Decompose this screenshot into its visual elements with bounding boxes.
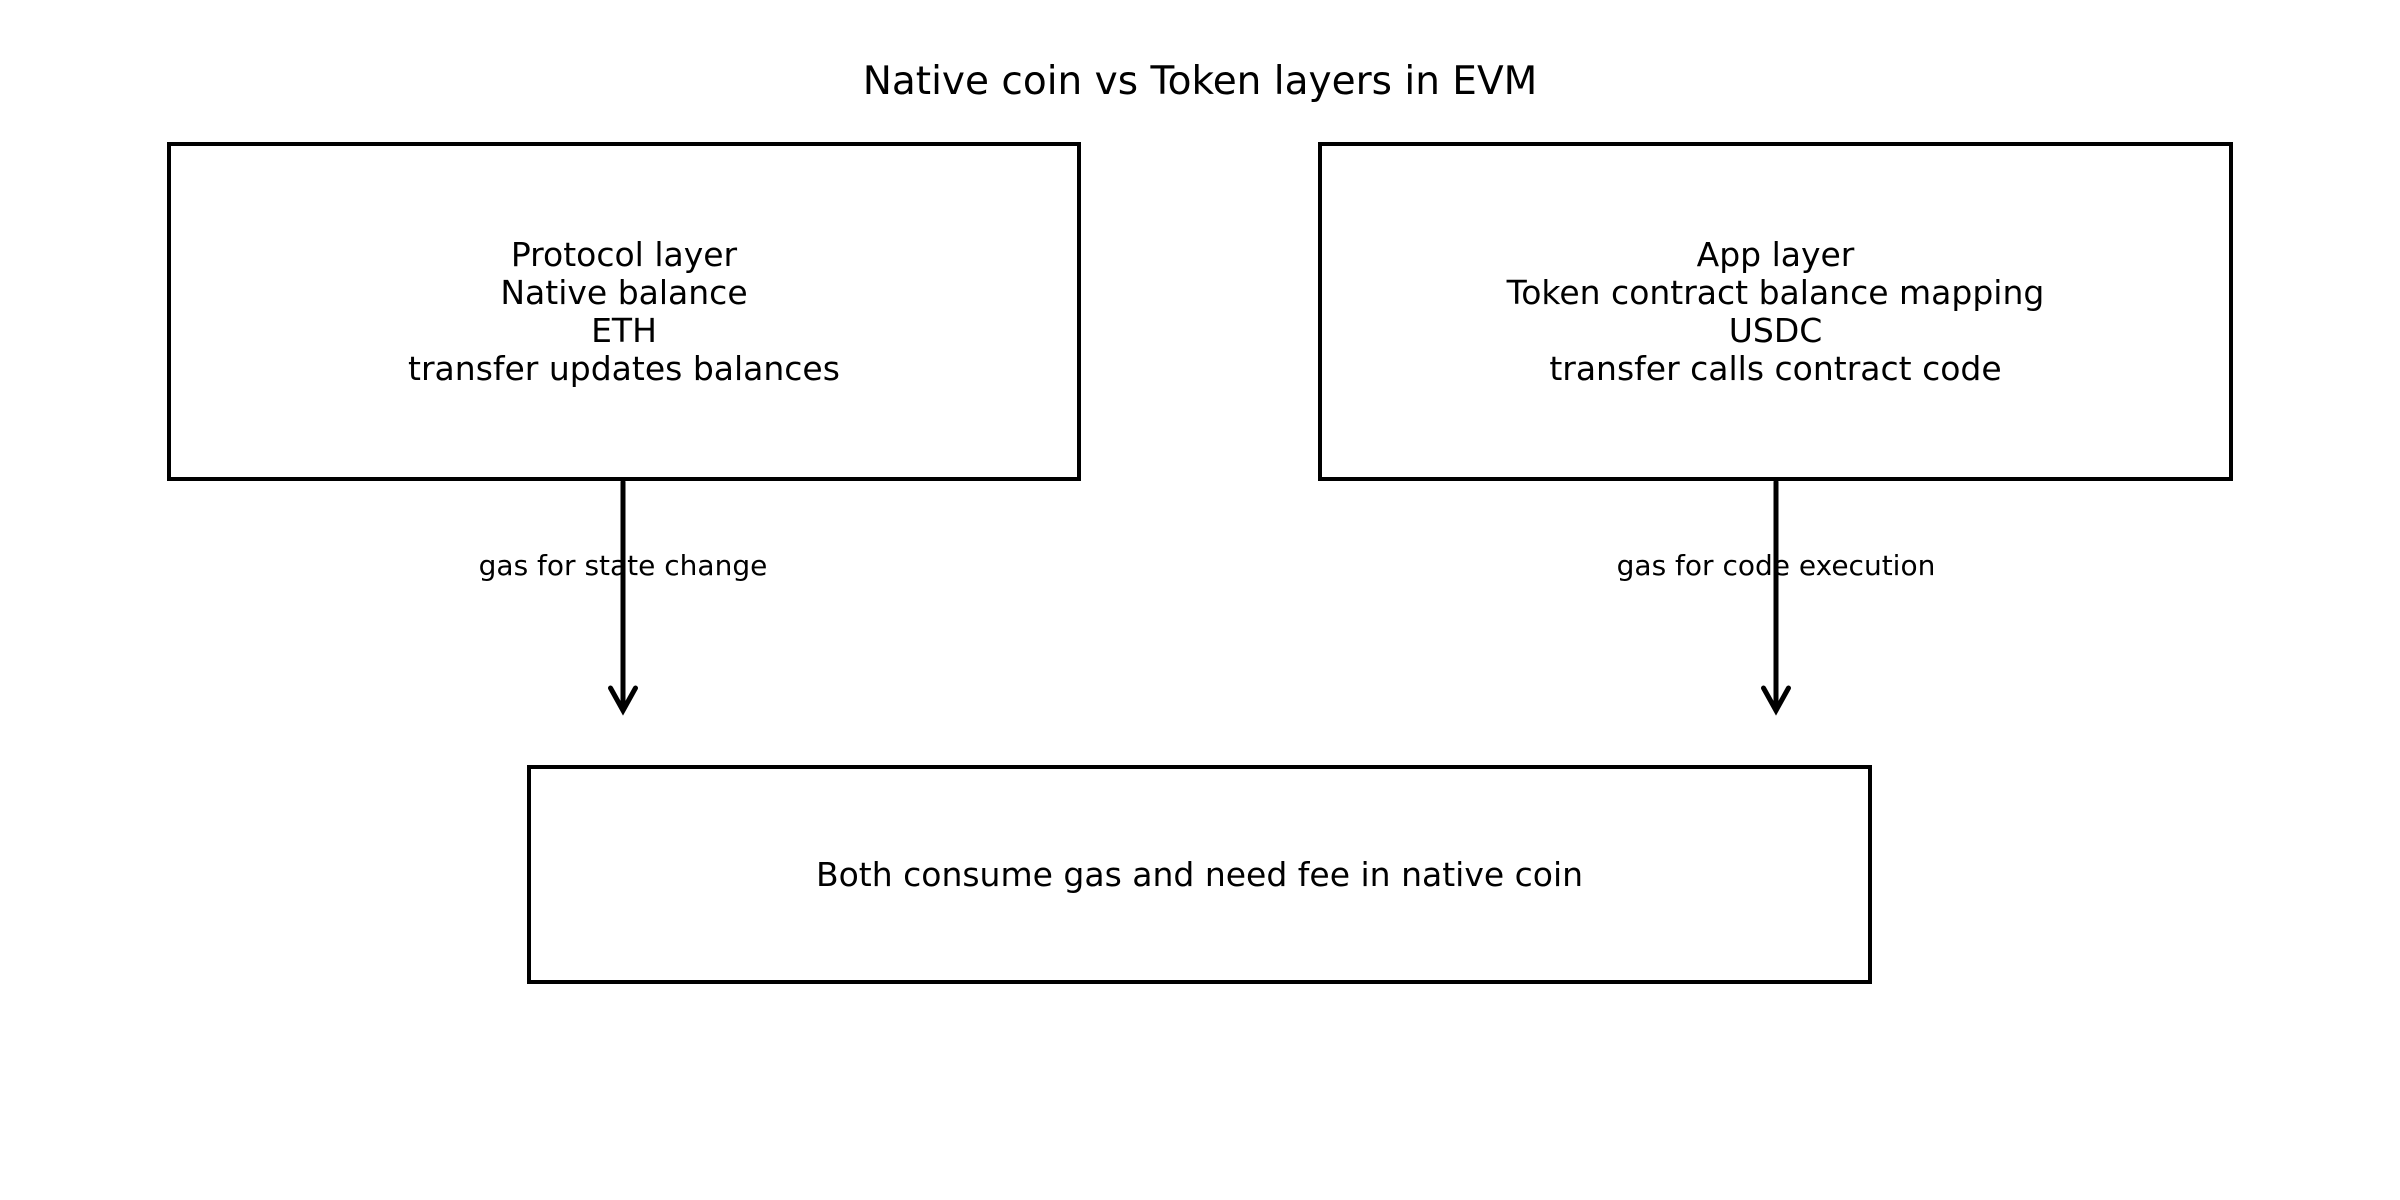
diagram-title: Native coin vs Token layers in EVM [862, 59, 1538, 104]
both-consume-gas-box: Both consume gas and need fee in native … [527, 765, 1872, 984]
protocol-layer-line: Native balance [500, 272, 748, 312]
protocol-layer-line: Protocol layer [510, 234, 738, 274]
protocol-layer-box: Protocol layer Native balance ETH transf… [167, 142, 1081, 481]
app-layer-line: App layer [1696, 234, 1855, 274]
app-layer-line: USDC [1728, 310, 1823, 350]
app-layer-line: Token contract balance mapping [1506, 272, 2045, 312]
protocol-layer-line: ETH [591, 310, 657, 350]
app-layer-box: App layer Token contract balance mapping… [1318, 142, 2233, 481]
app-layer-line: transfer calls contract code [1549, 348, 2002, 388]
protocol-layer-line: transfer updates balances [408, 348, 840, 388]
gas-code-execution-label: gas for code execution [1616, 549, 1936, 582]
down-arrow-icon [608, 479, 638, 716]
down-arrow-icon [1761, 479, 1791, 716]
both-consume-gas-text: Both consume gas and need fee in native … [815, 854, 1584, 894]
gas-state-change-label: gas for state change [478, 549, 768, 582]
